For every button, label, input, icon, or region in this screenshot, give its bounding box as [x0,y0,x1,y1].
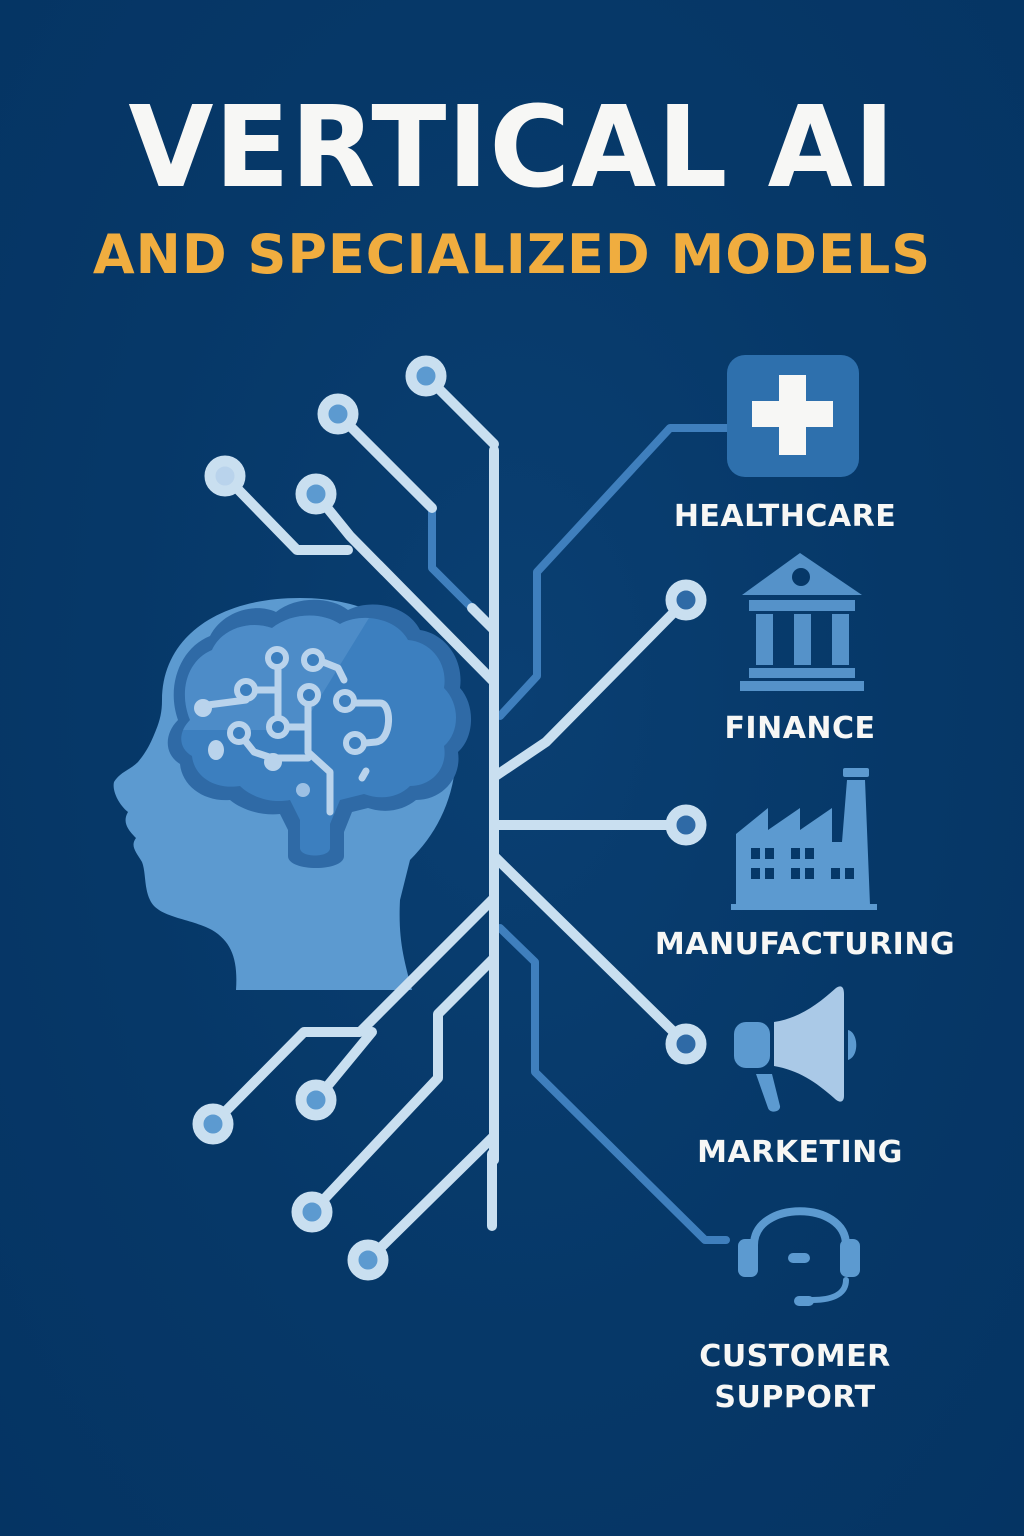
factory-icon [731,768,877,910]
medical-cross-icon [727,355,859,477]
industry-label-manufacturing: MANUFACTURING [654,927,956,962]
industry-label-support: SUPPORT [714,1380,876,1416]
poster-title: VERTICAL AI [128,81,896,213]
megaphone-icon [734,986,857,1112]
circuit-nodes [192,355,707,1281]
industry-label-healthcare: HEALTHCARE [673,499,897,534]
bank-building-icon [740,553,864,691]
industry-label-customer: CUSTOMER [699,1339,891,1374]
industry-label-customer-support: CUSTOMER SUPPORT [680,1336,910,1419]
poster-subtitle: AND SPECIALIZED MODELS [92,223,932,286]
secondary-traces [428,424,744,1244]
industry-label-finance: FINANCE [724,711,876,746]
headset-icon [738,1207,860,1306]
industry-label-marketing: MARKETING [697,1135,903,1170]
head-with-brain-icon [113,598,472,990]
